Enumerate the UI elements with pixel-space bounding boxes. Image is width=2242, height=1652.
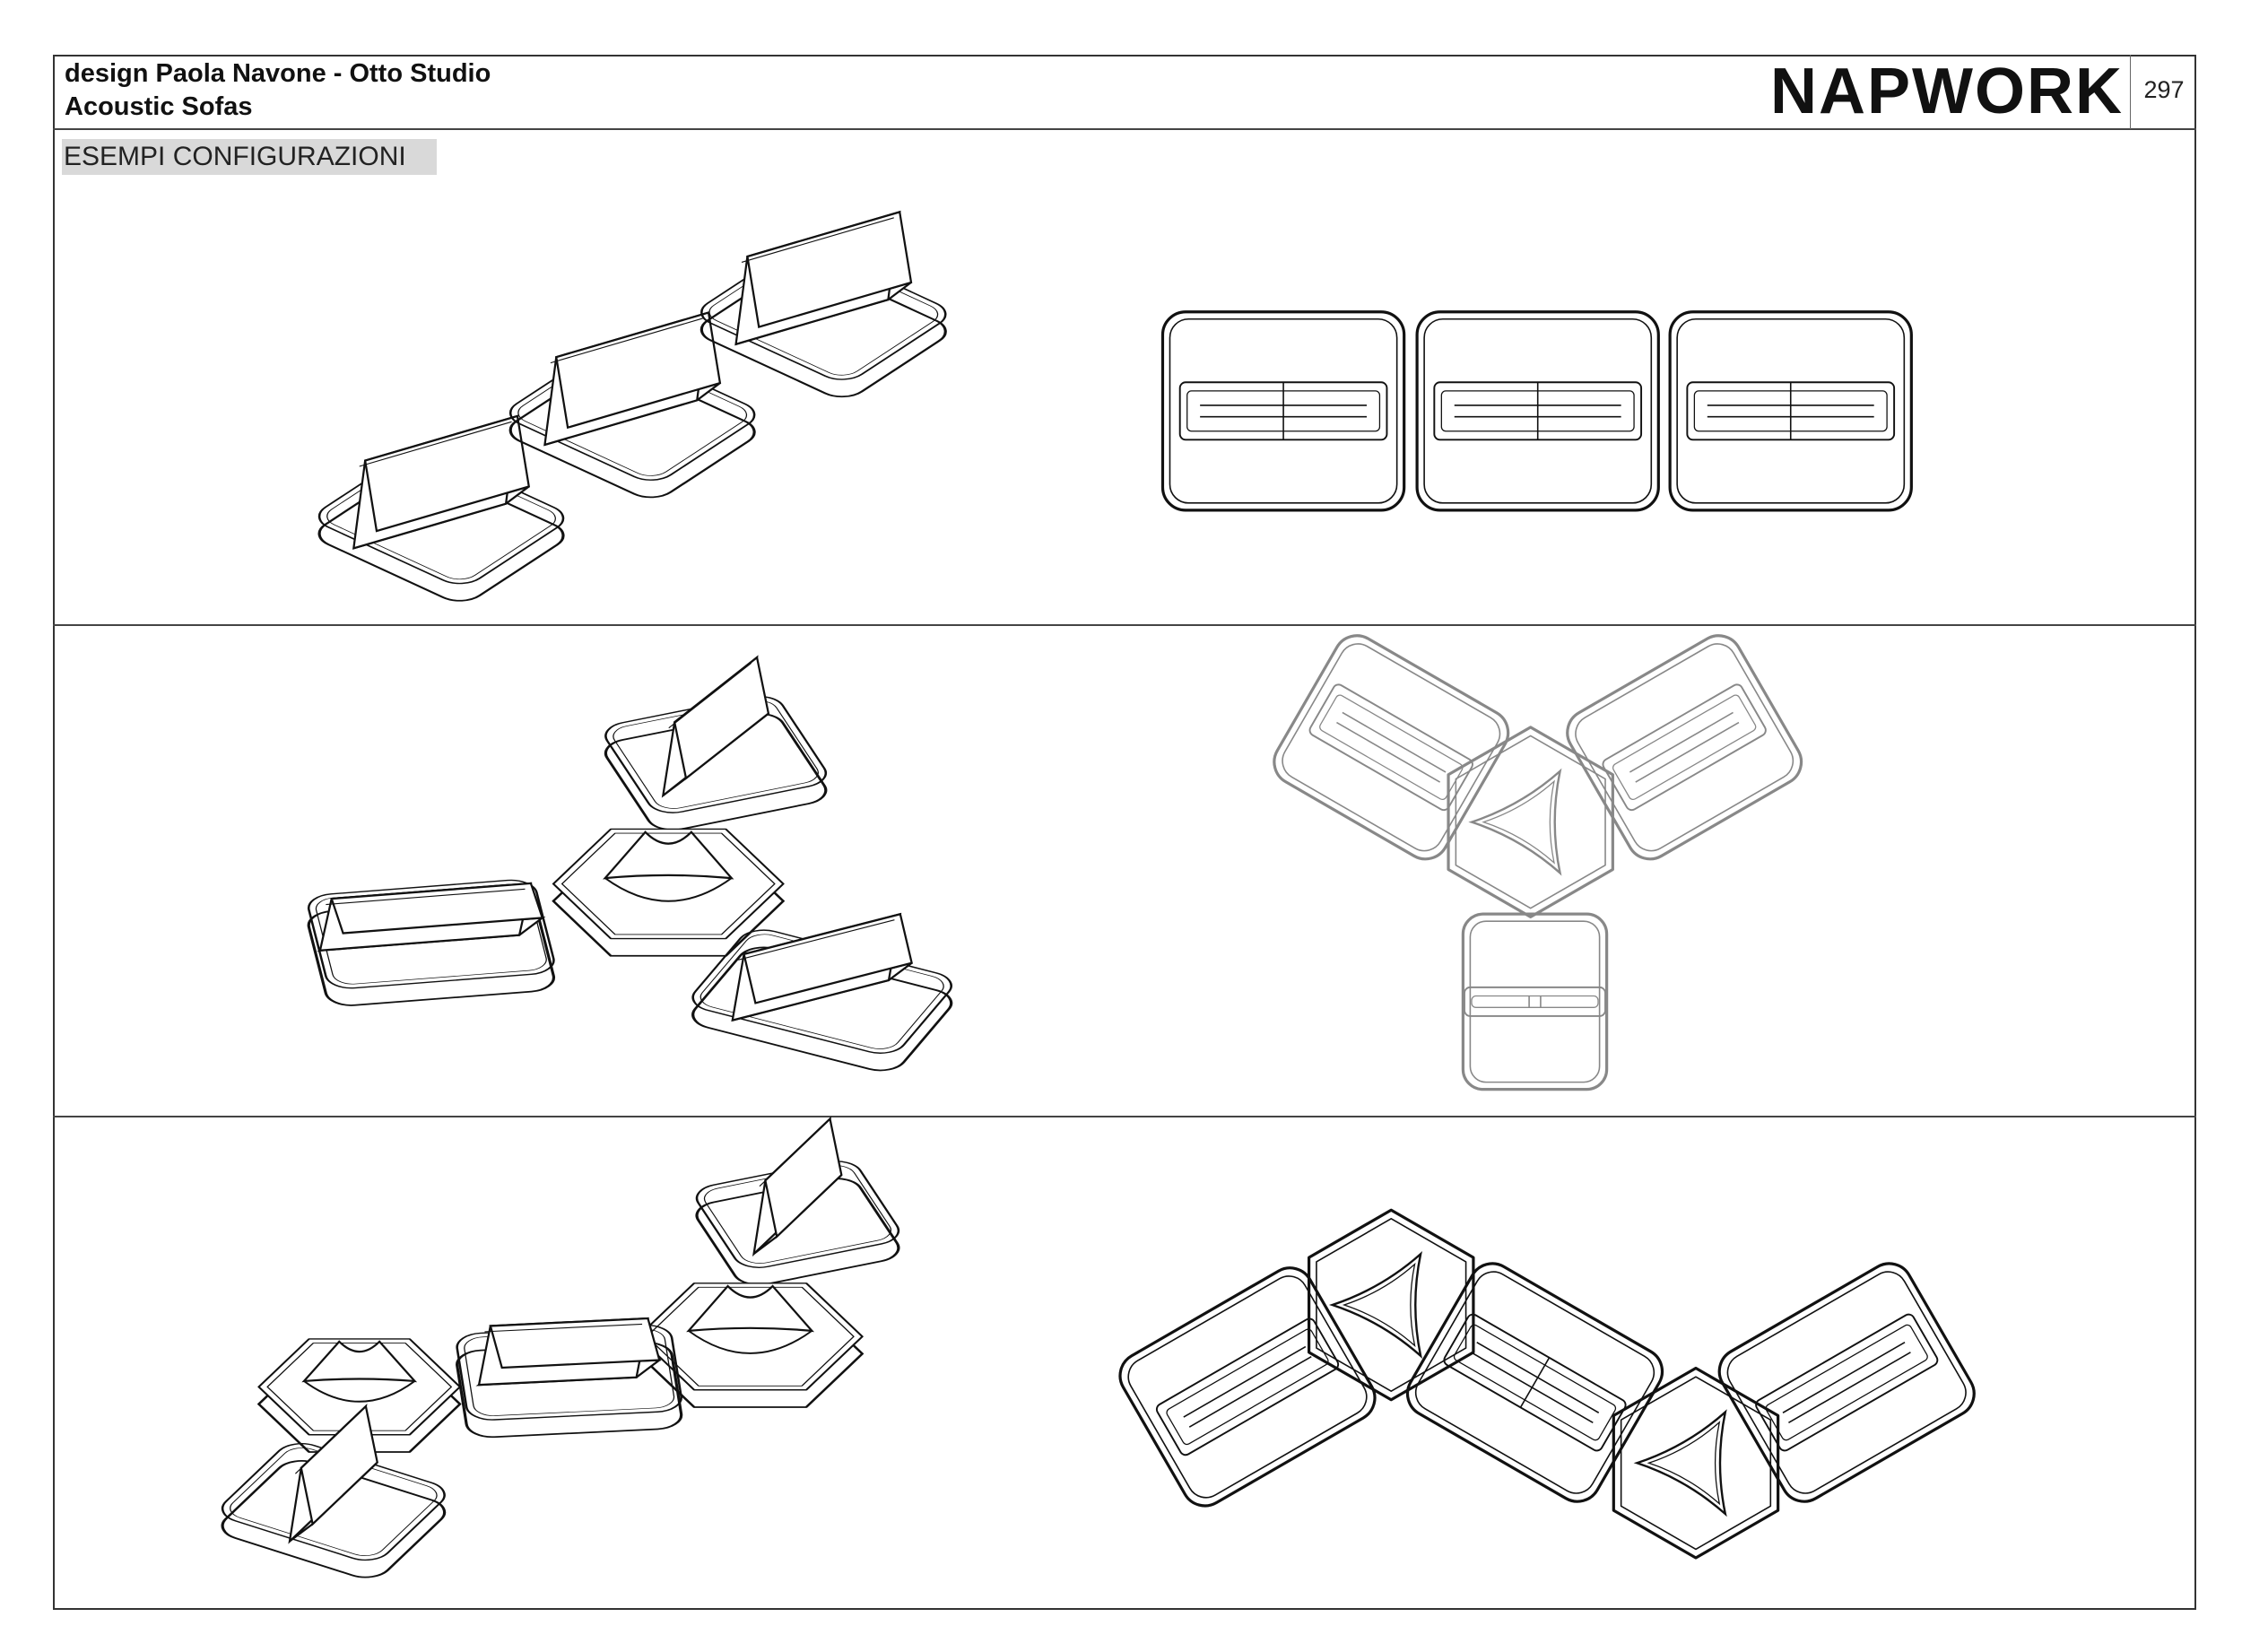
iso-seat-upper [604, 655, 828, 831]
header-divider [53, 128, 2196, 130]
backrest [1155, 1317, 1340, 1456]
backrest [1178, 381, 1388, 441]
product-category: Acoustic Sofas [65, 92, 253, 121]
top-seat-bottom [1461, 912, 1609, 1091]
iso-hub-a [636, 1282, 865, 1408]
backrest [317, 882, 546, 952]
row-divider-1 [53, 624, 2196, 626]
backrest [1686, 381, 1896, 441]
backrest [543, 310, 722, 447]
backrest [752, 1116, 843, 1257]
page-number-divider [2130, 55, 2131, 129]
backrest [731, 912, 913, 1022]
backrest [734, 210, 913, 346]
backrest [352, 414, 531, 550]
seat-base [221, 1460, 447, 1578]
iso-hub-b [256, 1338, 462, 1453]
backrest [1308, 683, 1473, 812]
chain-hub-1 [1307, 1208, 1475, 1402]
iso-seat-b [456, 1317, 683, 1439]
header-left: design Paola Navone - Otto Studio Acoust… [65, 57, 491, 124]
hub-top [257, 1338, 462, 1436]
top-seat-2 [1415, 310, 1660, 512]
top-seat-tl [1273, 634, 1510, 861]
chain-seat-1 [1118, 1266, 1377, 1508]
backrest [1755, 1313, 1939, 1452]
iso-seat-2 [508, 310, 756, 499]
iso-hub [552, 828, 786, 957]
top-seat-1 [1160, 310, 1406, 512]
iso-seat-3 [700, 210, 947, 398]
backrest [475, 1317, 663, 1387]
tri-backrest [301, 1340, 418, 1403]
designer-credit: design Paola Navone - Otto Studio [65, 59, 491, 88]
iso-seat-right [691, 912, 953, 1072]
brand-logo: NAPWORK [1770, 56, 2124, 127]
top-seat-3 [1668, 310, 1913, 512]
backrest [1433, 381, 1643, 441]
section-title: ESEMPI CONFIGURAZIONI [62, 139, 437, 175]
backrest [661, 655, 770, 798]
row-divider-2 [53, 1116, 2196, 1117]
backrest [1602, 683, 1767, 812]
chain-seat-3 [1717, 1262, 1976, 1503]
chain-seat-2 [1405, 1262, 1664, 1503]
iso-seat-1 [317, 414, 565, 602]
hub-top [552, 828, 785, 940]
top-seat-tr [1566, 634, 1803, 861]
chain-hub-2 [1612, 1366, 1780, 1560]
backrest [288, 1403, 378, 1544]
tri-backrest [603, 830, 734, 902]
iso-seat-left [307, 879, 556, 1006]
backrest [1443, 1313, 1627, 1452]
tri-backrest [686, 1284, 815, 1354]
iso-seat-a [695, 1116, 900, 1286]
top-hub [1447, 726, 1614, 918]
backrest [1464, 986, 1606, 1017]
page-frame [53, 55, 2196, 1610]
iso-seat-c [221, 1403, 447, 1578]
page-number: 297 [2143, 76, 2185, 103]
